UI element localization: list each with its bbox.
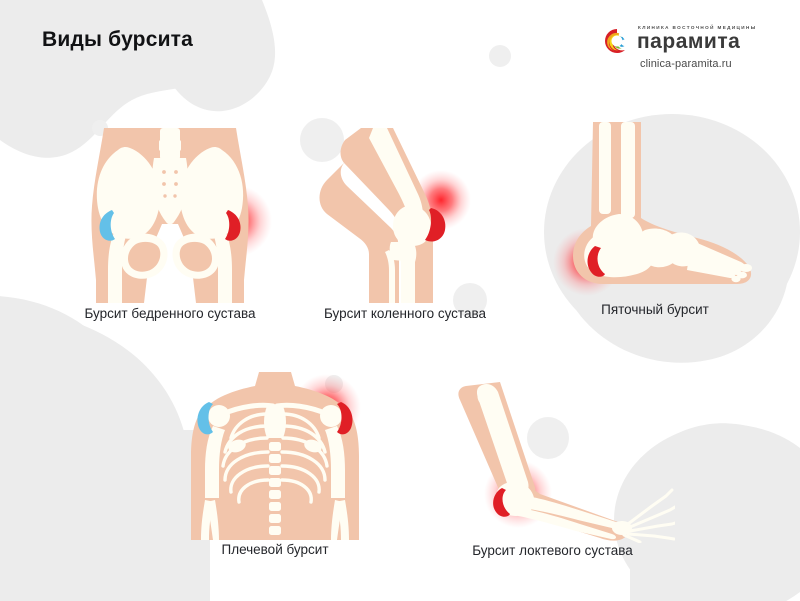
page-title: Виды бурсита: [42, 28, 194, 51]
elbow-illustration: [458, 382, 675, 543]
logo-tagline: клиника восточной медицины: [638, 25, 757, 30]
figure-heel: Пяточный бурсит: [545, 122, 765, 328]
inflamed-bursa-knee: [425, 208, 446, 242]
healthy-bursa-shoulder: [197, 402, 213, 435]
logo-wordmark: парамита: [637, 30, 741, 53]
shoulder-illustration: [191, 372, 361, 540]
logo-url: clinica-paramita.ru: [640, 58, 732, 70]
figure-caption-elbow: Бурсит локтевого сустава: [472, 543, 633, 558]
healthy-bursa-hip: [99, 210, 115, 241]
figure-caption-shoulder: Плечевой бурсит: [221, 542, 329, 557]
inflamed-bursa-hip: [225, 210, 241, 241]
knee-illustration: [319, 128, 471, 303]
hip-illustration: [91, 128, 272, 303]
inflamed-bursa-shoulder: [337, 402, 353, 435]
figure-caption-hip: Бурсит бедренного сустава: [84, 306, 256, 321]
figure-knee: Бурсит коленного сустава: [305, 128, 505, 328]
figure-elbow: Бурсит локтевого сустава: [430, 378, 675, 568]
figure-shoulder: Плечевой бурсит: [175, 372, 375, 567]
figure-caption-heel: Пяточный бурсит: [601, 302, 709, 317]
paramita-swirl-icon: [605, 29, 625, 54]
heel-illustration: [553, 122, 752, 296]
figure-hip: Бурсит бедренного сустава: [60, 128, 280, 328]
inflamed-bursa-elbow: [493, 488, 510, 517]
figure-caption-knee: Бурсит коленного сустава: [323, 306, 487, 321]
brand-logo[interactable]: клиника восточной медицины парамита clin…: [602, 22, 770, 78]
